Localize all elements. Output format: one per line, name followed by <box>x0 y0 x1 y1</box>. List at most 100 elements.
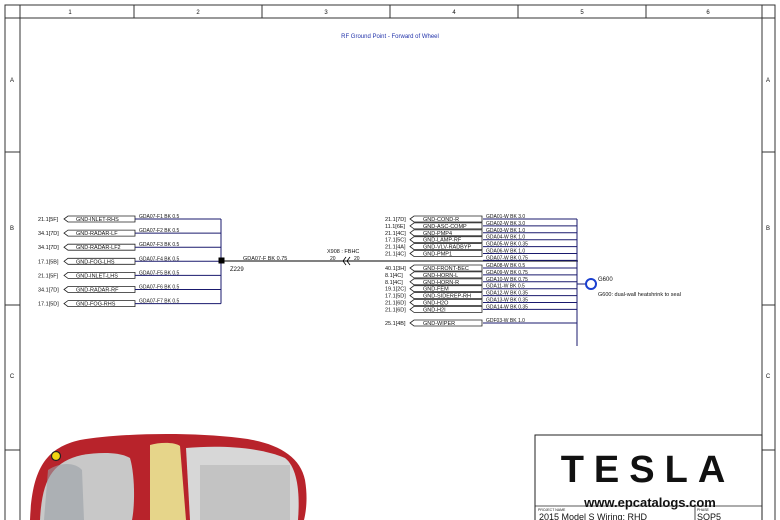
column-label: 4 <box>452 10 456 16</box>
sheet-frame <box>4 4 776 520</box>
branch-ref: 17.1[5D] <box>385 294 406 300</box>
branch-wire-label: GDA07-F4 BK 0.5 <box>139 256 180 262</box>
ground-description: G600: dual-wall heatshrink to seal <box>598 292 681 298</box>
connector-symbol-icon <box>409 271 483 279</box>
branch-ref: 21.1[7D] <box>385 217 406 223</box>
row-label: A <box>10 78 14 84</box>
inline-connector-name: X908 : FBHC <box>327 249 359 255</box>
left-branch: 34.1[7D] GND-RADAR-RF GDA07-F6 BK 0.5 <box>38 261 222 294</box>
branch-wire-label: GDA07-F5 BK 0.5 <box>139 270 180 276</box>
header-note: RF Ground Point - Forward of Wheel <box>341 34 439 40</box>
branch-ref: 21.1[4A] <box>385 245 406 251</box>
branch-connector-name: GND-H2I <box>423 307 446 313</box>
branch-connector-name: GND-FEM <box>423 287 449 293</box>
branch-connector-name: GND-VLV-RADBYP <box>423 245 472 251</box>
branch-wire-label: GDA02-W BK 3.0 <box>486 221 525 227</box>
connector-symbol-icon <box>409 222 483 230</box>
row-label: A <box>766 78 770 84</box>
branch-connector-name: GND-RADAR-LF <box>76 231 118 237</box>
connector-symbol-icon <box>409 299 483 306</box>
column-label: 2 <box>196 10 200 16</box>
connector-symbol-icon <box>409 236 483 244</box>
branch-connector-name: GND-FOG-RHS <box>76 302 116 308</box>
inline-connector-symbol-icon <box>342 256 351 266</box>
branch-ref: 25.1[4B] <box>385 321 406 327</box>
branch-wire-label: GDA11-W BK 0.5 <box>486 284 525 290</box>
branch-wire-label: GDA08-W BK 0.5 <box>486 263 525 269</box>
row-labels: A A B B C C <box>10 78 771 380</box>
branch-connector-name: GND-PMP1 <box>423 252 452 258</box>
branch-connector-name: GND-FRONT-BEC <box>423 266 469 272</box>
branch-ref: 17.1[5B] <box>38 259 59 265</box>
branch-wire-label: GDA07-F6 BK 0.5 <box>139 285 180 291</box>
branch-ref: 21.1[5F] <box>38 217 59 223</box>
right-branch: 21.1[6D] GND-H2I GDA14-W BK 0.35 <box>385 304 577 313</box>
branch-wire-label: GDA07-F2 BK 0.5 <box>139 228 180 234</box>
splice-z229: Z229 <box>218 257 244 273</box>
branch-ref: 8.1[4C] <box>385 280 403 286</box>
vehicle-image <box>30 434 307 520</box>
branch-ref: 21.1[4C] <box>385 252 406 258</box>
branch-connector-name: GND-LAMP-RF <box>423 238 462 244</box>
phase-label: PHASE <box>697 508 710 512</box>
branch-ref: 34.1[7D] <box>38 231 59 237</box>
branch-connector-name: GND-FOG-LHS <box>76 259 115 265</box>
connector-symbol-icon <box>409 306 483 313</box>
branch-ref: 34.1[7D] <box>38 288 59 294</box>
title-block: TESLA PROJECT NAME 2015 Model S Wiring: … <box>534 434 763 520</box>
connector-symbol-icon <box>409 264 483 272</box>
row-label: B <box>766 226 770 232</box>
branch-ref: 21.1[5F] <box>38 273 59 279</box>
branch-wire-label: GDA12-W BK 0.35 <box>486 291 528 297</box>
branch-wire-label: GDA14-W BK 0.35 <box>486 304 528 310</box>
branch-ref: 21.1[4C] <box>385 231 406 237</box>
branch-connector-name: GND-ASC-COMP <box>423 224 467 230</box>
branch-connector-name: GND-HORN-R <box>423 280 459 286</box>
branch-ref: 21.1[6D] <box>385 307 406 313</box>
left-branch: 34.1[7D] GND-RADAR-LF GDA07-F2 BK 0.5 <box>38 228 222 261</box>
right-branch: GDA07-W BK 0.75 <box>483 255 577 261</box>
left-branch: 17.1[5B] GND-FOG-LHS GDA07-F4 BK 0.5 <box>38 256 222 265</box>
branch-connector-name: GND-HORN-L <box>423 273 458 279</box>
connector-symbol-icon <box>409 285 483 293</box>
branch-connector-name: GND-RADAR-LF2 <box>76 245 121 251</box>
column-label: 1 <box>68 10 72 16</box>
branch-ref: 8.1[4C] <box>385 273 403 279</box>
branch-wire-label: GDA06-W BK 1.0 <box>486 249 525 255</box>
branch-connector-name: GND-RADAR-RF <box>76 288 119 294</box>
branch-wire-label: GDA09-W BK 0.75 <box>486 270 528 276</box>
branch-ref: 17.1[5D] <box>38 302 59 308</box>
right-branch: 8.1[4C] GND-HORN-L GDA09-W BK 0.75 <box>385 270 577 279</box>
inline-connector-pin-left: 20 <box>330 256 336 262</box>
connector-symbol-icon <box>409 243 483 250</box>
row-label: C <box>10 374 15 380</box>
inline-connector-x908: X908 : FBHC 20 20 <box>327 249 360 266</box>
row-label: C <box>766 374 771 380</box>
right-branch: 21.1[4C] GND-PMP1 GDA06-W BK 1.0 <box>385 249 577 258</box>
connector-symbol-icon <box>409 292 483 299</box>
branch-connector-name: GND-COND-R <box>423 217 459 223</box>
connector-symbol-icon <box>409 229 483 237</box>
branch-connector-name: GND-WIPER <box>423 321 455 327</box>
branch-wire-label: GDF03-W BK 1.0 <box>486 318 525 324</box>
branch-connector-name: GND-INLET-RHS <box>76 217 119 223</box>
location-marker-icon <box>50 450 62 462</box>
branch-connector-name: GND-H2O <box>423 301 449 307</box>
row-label: B <box>10 226 14 232</box>
column-label: 3 <box>324 10 328 16</box>
branch-connector-name: GND-SIDEREP-RH <box>423 294 471 300</box>
connector-symbol-icon <box>409 250 483 257</box>
